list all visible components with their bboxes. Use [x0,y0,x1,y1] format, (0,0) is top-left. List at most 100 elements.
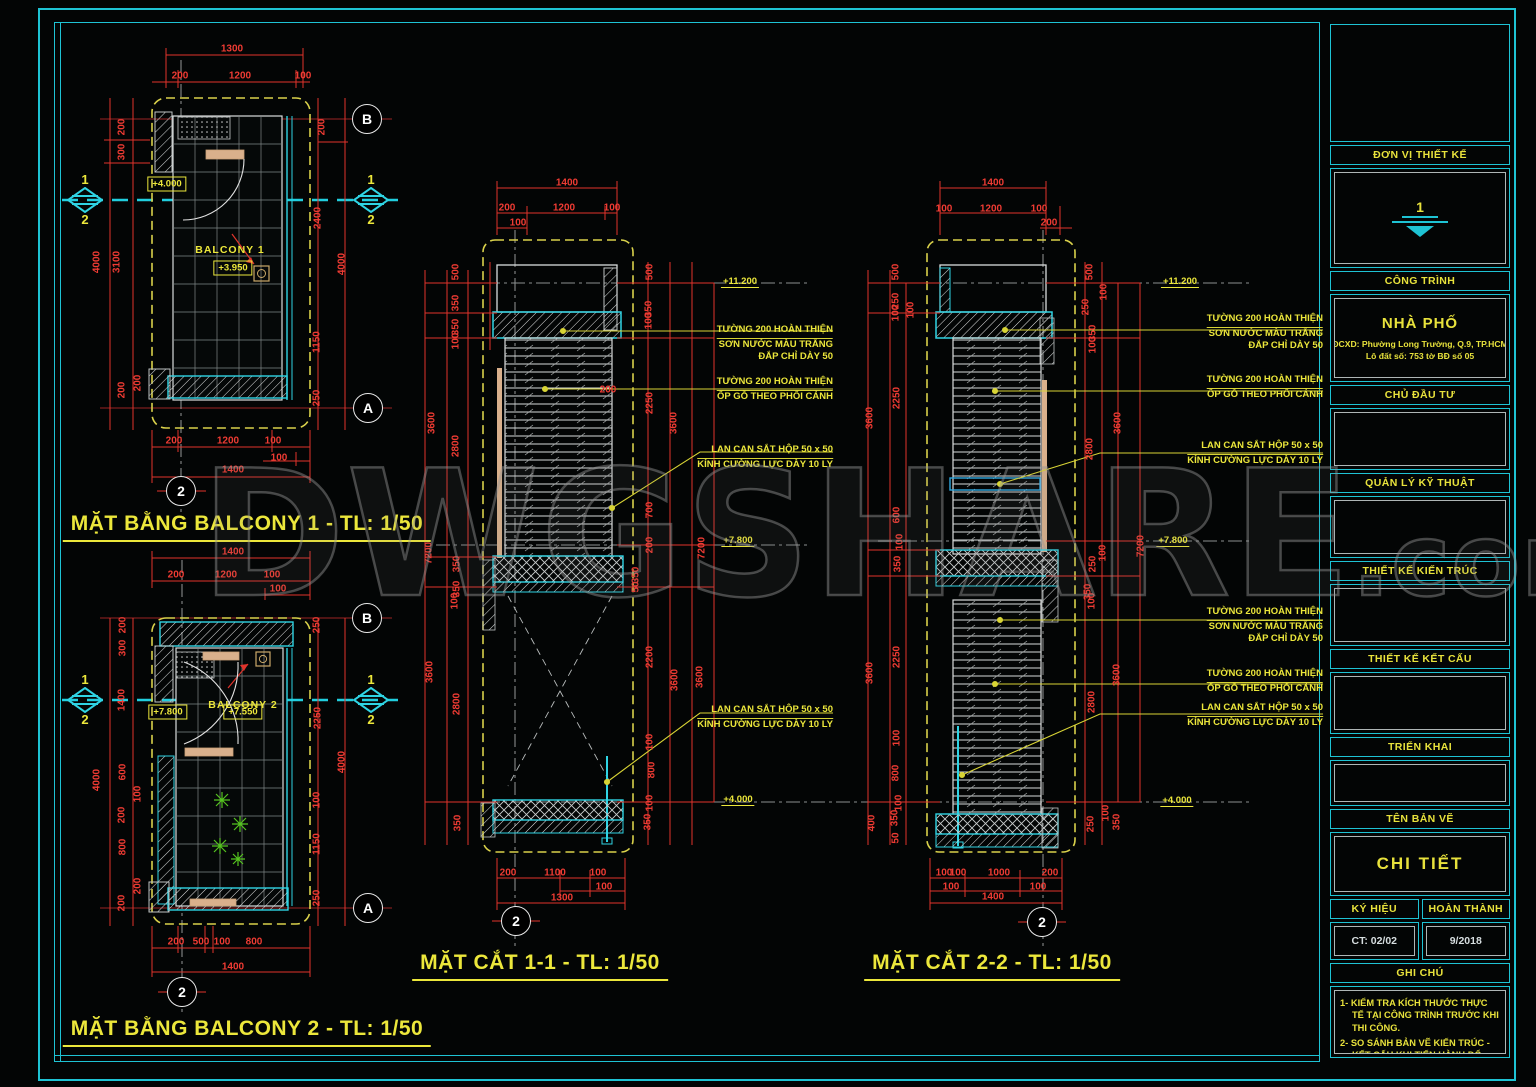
dimension-label: 4000 [336,750,348,774]
leader-lines-2-2 [958,326,1323,779]
dimension-label: 500 [192,936,210,948]
tech-mgmt-header: QUẢN LÝ KỸ THUẬT [1330,473,1510,493]
sheet-name-box: CHI TIẾT [1330,832,1510,896]
dimension-label: 100 [509,217,527,229]
section-2-2-geometry [867,181,1323,950]
dimension-label: 100 [935,867,953,879]
dimension-label: 250 [1085,815,1097,833]
project-lot: Lô đất số: 753 tờ BĐ số 05 [1365,351,1475,361]
dimension-label: 3600 [694,665,706,689]
dimension-label: 100 [1030,203,1048,215]
dimension-label: 100 [1098,283,1110,301]
dimension-label: 500 [644,263,656,281]
drawing-title: MẶT BẰNG BALCONY 1 - TL: 1/50 [62,512,432,542]
level-label: +7.550 [223,704,263,720]
dimension-label: 800 [117,838,129,856]
dimension-label: 2800 [1084,437,1096,461]
dimension-label: 500 [450,263,462,281]
dimension-label: 3600 [864,406,876,430]
section-marker-top-number: 1 [367,172,375,187]
annotation-line: ỐP GỖ THEO PHỐI CẢNH [1207,388,1323,400]
dimension-label: 250 [311,616,323,634]
dimension-label: 200 [117,616,129,634]
drawing-title: MẶT CẮT 2-2 - TL: 1/50 [864,951,1120,981]
dimension-label: 200 [116,806,128,824]
dimension-label: 2250 [891,386,903,410]
dimension-label: 100 [905,301,917,319]
symbol-col-header: KÝ HIỆU [1330,899,1419,919]
dimension-label: 4000 [91,768,103,792]
dimension-label: 1200 [228,70,252,82]
dimension-label: 1400 [221,961,245,973]
dimension-label: 2800 [1086,690,1098,714]
symbol-value: CT: 02/02 [1351,935,1398,947]
level-label: +4.000 [147,176,187,192]
dimension-label: 1150 [311,331,323,353]
dimension-label: 350 [452,814,464,832]
dimension-label: 1150 [311,833,323,855]
dimension-label: 100 [132,785,144,803]
section-marker-top-number: 1 [367,672,375,687]
section-marker-top-number: 1 [81,172,89,187]
dimension-label: 7200 [696,536,708,560]
section-marker-diamond-icon [67,687,103,713]
dimension-label: 200 [116,894,128,912]
complete-value-box: 9/2018 [1421,922,1510,960]
plan-balcony2-geometry [62,551,398,1016]
dimension-label: 1400 [221,546,245,558]
dimension-label: 2200 [644,645,656,669]
annotation-line: ĐẮP CHỈ DÀY 50 [758,351,833,362]
dimension-label: 100 [644,733,656,751]
dimension-label: 250 [1087,555,1099,573]
dimension-label: 3600 [864,661,876,685]
dimension-label: 100 [603,202,621,214]
dimension-label: 100 [1029,881,1047,893]
dimension-label: 4000 [336,252,348,276]
section-marker-bottom-number: 2 [367,712,375,727]
level-label: +3.950 [213,260,253,276]
dimension-label: 100 [270,452,288,464]
grid-bubble: B [352,603,382,633]
dimension-label: 200 [167,936,185,948]
dimension-label: 4000 [91,250,103,274]
dimension-label: 350 [451,555,463,573]
annotation-line: LAN CAN SẮT HỘP 50 x 50 [1187,702,1323,717]
dimension-label: 1000 [987,867,1011,879]
dimension-label: 2250 [312,706,324,730]
annotation-line: LAN CAN SẮT HỘP 50 x 50 [697,444,833,459]
level-label: +7.800 [1156,535,1190,547]
dimension-label: 2800 [450,434,462,458]
dimension-label: 100 [1100,804,1112,822]
grid-bubble: 2 [167,977,197,1007]
dimension-label: 100 [450,332,462,350]
sheet-outer-border [38,8,1516,1081]
dimension-label: 350 [889,809,901,827]
dimension-label: 350 [642,813,654,831]
dimension-label: 100 [644,794,656,812]
drawing-title: MẶT CẮT 1-1 - TL: 1/50 [412,951,668,981]
annotation-line: TƯỜNG 200 HOÀN THIỆN [1206,374,1323,389]
design-unit-box: 1 [1330,168,1510,268]
annotation-line: LAN CAN SẮT HỘP 50 x 50 [1187,440,1323,455]
grid-bubble: 2 [166,476,196,506]
annotation-line: TƯỜNG 200 HOÀN THIỆN [1206,313,1323,328]
dimension-label: 800 [245,936,263,948]
note-1: 1- KIỂM TRA KÍCH THƯỚC THỰC TẾ TẠI CÔNG … [1340,998,1499,1033]
dimension-label: 350 [450,294,462,312]
investor-header: CHỦ ĐẦU TƯ [1330,385,1510,405]
dimension-label: 1200 [979,203,1003,215]
dimension-label: 200 [499,867,517,879]
dimension-label: 350 [892,555,904,573]
dimension-label: 200 [132,877,144,895]
dimension-label: 3600 [424,660,436,684]
plan-balcony1-geometry [62,48,398,516]
grid-bubble: A [353,393,383,423]
